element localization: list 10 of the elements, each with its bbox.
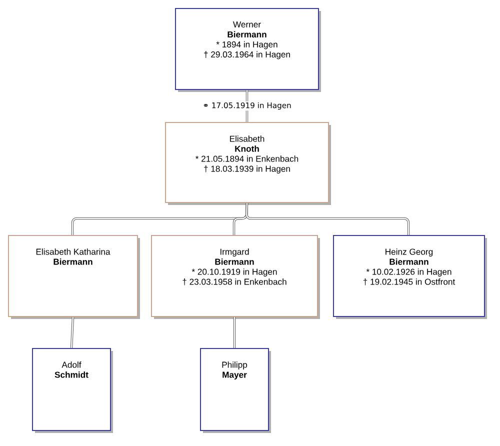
- connector-line: [246, 202, 410, 235]
- person-box: Irmgard Biermann * 20.10.1919 in Hagen † 23.03.1958 in Enkenbach: [151, 235, 320, 319]
- person-box: Heinz Georg Biermann * 10.02.1926 in Hagen † 19.02.1945 in Ostfront: [333, 235, 487, 319]
- connector-line: [70, 316, 74, 348]
- person-box: Werner Biermann * 1894 in Hagen † 29.03.1964 in Hagen: [175, 8, 321, 92]
- person-box: Elisabeth Knoth * 21.05.1894 in Enkenbach † 18.03.1939 in Hagen: [165, 122, 331, 205]
- person-box: Adolf Schmidt: [32, 348, 113, 433]
- person-box: Elisabeth Katharina Biermann: [8, 235, 140, 319]
- person-box: Philipp Mayer: [200, 348, 271, 433]
- connector-line: [233, 317, 236, 348]
